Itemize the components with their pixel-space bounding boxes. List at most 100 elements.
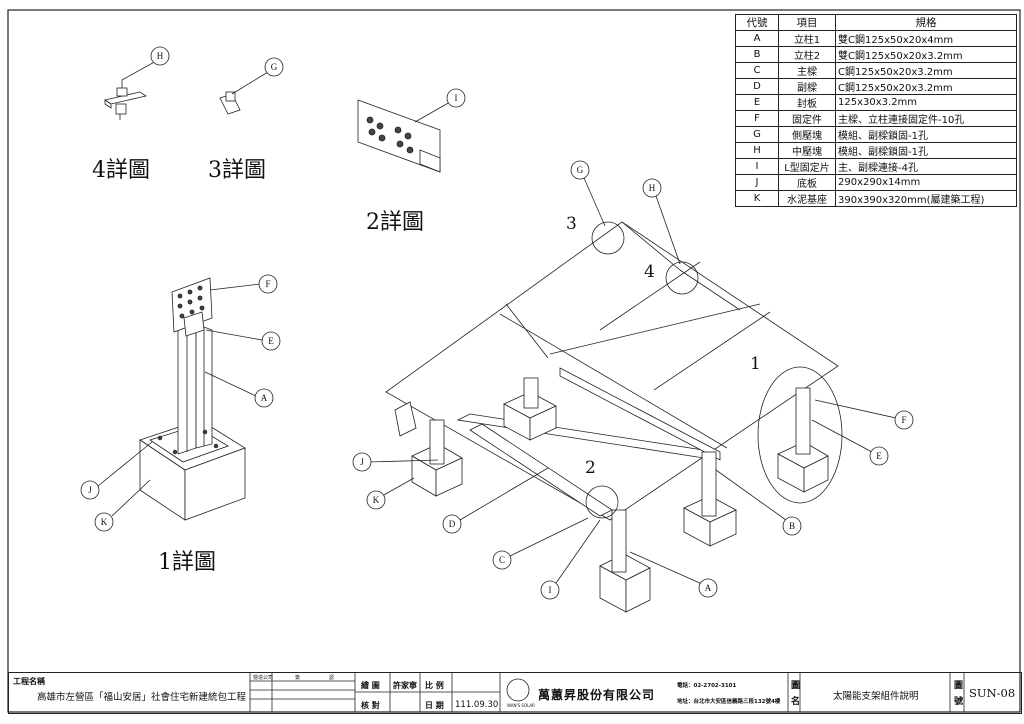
callout-d-main: D — [449, 519, 456, 529]
spec-item: 水泥基座 — [778, 190, 836, 207]
spec-value: 雙C鋼125x50x20x4mm — [835, 30, 1017, 47]
drawing-name: 太陽能支架組件說明 — [833, 691, 919, 702]
spec-header-item: 項目 — [778, 14, 836, 31]
drawing-no: SUN-08 — [969, 686, 1016, 700]
detail-4-mid-clamp — [104, 46, 170, 120]
spec-value: 125x30x3.2mm — [835, 94, 1017, 111]
callout-c-main: C — [499, 555, 505, 565]
callout-j-main: J — [360, 457, 364, 467]
spec-value: C鋼125x50x20x3.2mm — [835, 62, 1017, 79]
spec-code: F — [735, 110, 779, 127]
callout-k-main: K — [373, 495, 380, 505]
sheet-border — [7, 9, 1021, 713]
callout-g-detail3: G — [271, 62, 278, 72]
callout-a-detail1: A — [261, 393, 268, 403]
detail-number-2: 2 — [585, 458, 596, 478]
spec-code: G — [735, 126, 779, 143]
spec-item: 主樑 — [778, 62, 836, 79]
callout-k-detail1: K — [101, 517, 108, 527]
spec-code: C — [735, 62, 779, 79]
spec-item: L型固定片 — [778, 158, 836, 175]
detail-3-side-clamp — [219, 57, 284, 115]
spec-code: H — [735, 142, 779, 159]
spec-value: 雙C鋼125x50x20x3.2mm — [835, 46, 1017, 63]
spec-item: 底板 — [778, 174, 836, 191]
checked-label: 核 對 — [361, 701, 380, 710]
main-assembly — [352, 160, 914, 613]
callout-j-detail1: J — [88, 485, 92, 495]
callout-h-detail4: H — [157, 51, 164, 61]
spec-code: I — [735, 158, 779, 175]
spec-item: 立柱2 — [778, 46, 836, 63]
project-label: 工程名稱 — [13, 677, 45, 686]
date-label: 日 期 — [425, 701, 444, 710]
post-right-detail — [777, 387, 829, 493]
detail-2-l-bracket — [357, 88, 466, 173]
spec-item: 副樑 — [778, 78, 836, 95]
spec-code: A — [735, 30, 779, 47]
drawn-by: 許家寧 — [393, 681, 417, 690]
spec-code: E — [735, 94, 779, 111]
detail-2-circle — [585, 485, 619, 519]
post-front — [599, 509, 651, 613]
spec-item: 立柱1 — [778, 30, 836, 47]
callout-e-detail1: E — [268, 336, 274, 346]
detail-1-circle — [757, 366, 843, 504]
callout-f-detail1: F — [265, 279, 270, 289]
post-right — [683, 451, 737, 547]
detail-number-1: 1 — [750, 354, 761, 374]
callout-i-main: I — [549, 585, 552, 595]
company-name: 萬蕙昇股份有限公司 — [538, 688, 656, 702]
date-value: 111.09.30 — [455, 700, 499, 710]
project-name: 高雄市左營區「福山安居」社會住宅新建統包工程 — [37, 692, 247, 703]
title-block-lines — [249, 672, 965, 712]
spec-header-code: 代號 — [735, 14, 779, 31]
spec-code: K — [735, 190, 779, 207]
company-logo-text: WAN'S SOLAR — [507, 703, 535, 708]
detail-3-circle — [591, 221, 625, 255]
title-block: 工程名稱 高雄市左營區「福山安居」社會住宅新建統包工程 營造公司 簽 認 繪 圖… — [8, 672, 1022, 714]
company-address: 地址：台北市大安區信義路三段132號4樓 — [677, 699, 781, 705]
callout-h-main: H — [649, 183, 656, 193]
company-label: 營造公司 — [253, 675, 274, 681]
scale-label: 比 例 — [425, 681, 444, 690]
detail-1-post-assembly — [80, 274, 281, 532]
callout-a-main: A — [705, 583, 712, 593]
detail-number-3: 3 — [566, 214, 577, 234]
confirm-label: 認 — [329, 675, 335, 681]
spec-table-header: 代號 項目 規格 — [735, 14, 1017, 31]
post-back — [503, 377, 557, 441]
spec-item: 封板 — [778, 94, 836, 111]
callout-f-main: F — [901, 415, 906, 425]
spec-item: 固定件 — [778, 110, 836, 127]
spec-code: J — [735, 174, 779, 191]
callout-e-main: E — [876, 451, 882, 461]
company-phone: 電話：02-2702-3101 — [677, 683, 737, 689]
spec-value: 290x290x14mm — [835, 174, 1017, 191]
spec-header-spec: 規格 — [835, 14, 1017, 31]
drawn-label: 繪 圖 — [361, 681, 380, 690]
spec-value: C鋼125x50x20x3.2mm — [835, 78, 1017, 95]
spec-item: 中壓塊 — [778, 142, 836, 159]
spec-value: 模組、副樑鎖固-1孔 — [835, 126, 1017, 143]
detail-3-title: 3詳圖 — [208, 158, 266, 183]
spec-value: 主、副樑連接-4孔 — [835, 158, 1017, 175]
post-left — [411, 419, 463, 497]
callout-b-main: B — [789, 521, 795, 531]
detail-4-title: 4詳圖 — [92, 158, 150, 183]
callout-i-detail2: I — [455, 93, 458, 103]
